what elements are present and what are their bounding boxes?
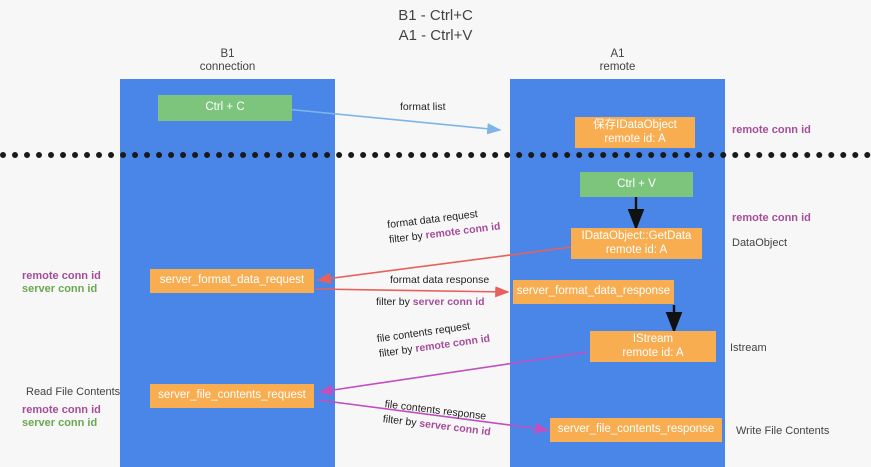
node-ctrl-v-label: Ctrl + V (617, 177, 656, 190)
annotation-right-dataobject: DataObject (732, 237, 788, 249)
lane-header-b1: B1 connection (135, 48, 320, 74)
lane-header-a1-name: A1 (610, 48, 625, 60)
node-ctrl-c-label: Ctrl + C (205, 101, 245, 114)
page-title: B1 - Ctrl+C A1 - Ctrl+V (0, 6, 871, 46)
annotation-left-read-file-contents: Read File Contents (26, 386, 121, 398)
title-line-2: A1 - Ctrl+V (398, 27, 473, 44)
node-idataobject-label: 保存IDataObject (593, 119, 677, 131)
node-server-format-data-response-label: server_format_data_response (516, 285, 671, 298)
edge-label-format-list: format list (400, 101, 446, 114)
edge-label-format-data-response: format data response filter by server co… (376, 274, 489, 309)
annotation-left-server-conn-id: server conn id (22, 283, 98, 295)
annotation-right-istream: Istream (730, 342, 767, 354)
lane-header-b1-role: connection (199, 61, 256, 73)
node-server-file-contents-response-label: server_file_contents_response (557, 423, 715, 436)
node-server-format-data-request[interactable]: server_format_data_request (150, 269, 314, 293)
title-line-1: B1 - Ctrl+C (398, 7, 473, 24)
annotation-left-remote-conn-id-2: remote conn id (22, 404, 101, 416)
node-idataobject-getdata-sub: remote id: A (605, 243, 668, 256)
node-ctrl-c[interactable]: Ctrl + C (158, 95, 292, 121)
node-server-file-contents-request-label: server_file_contents_request (158, 389, 306, 402)
node-istream-label: IStream (632, 333, 674, 345)
node-istream[interactable]: IStream remote id: A (590, 331, 716, 362)
node-idataobject-sub: remote id: A (604, 132, 666, 145)
lane-header-a1: A1 remote (525, 48, 710, 74)
annotation-left-remote-conn-id: remote conn id (22, 270, 101, 282)
annotation-right-remote-conn-id-top: remote conn id (732, 124, 811, 136)
edge-label-format-list-text: format list (400, 101, 446, 113)
annotation-right-write-file-contents: Write File Contents (736, 425, 830, 437)
node-idataobject-getdata-label: IDataObject::GetData (581, 230, 692, 242)
node-server-file-contents-response[interactable]: server_file_contents_response (550, 418, 722, 442)
lane-header-b1-name: B1 (220, 48, 235, 60)
edge-label-fdres-filterby: filter by (376, 296, 413, 308)
edge-label-fdres-server-conn-id: server conn id (412, 296, 485, 308)
node-istream-sub: remote id: A (622, 346, 684, 359)
edge-label-format-data-response-text: format data response (390, 274, 490, 286)
node-ctrl-v[interactable]: Ctrl + V (580, 172, 693, 197)
annotation-left-server-conn-id-2: server conn id (22, 417, 98, 429)
node-server-format-data-response[interactable]: server_format_data_response (513, 280, 674, 304)
node-server-format-data-request-label: server_format_data_request (159, 274, 305, 287)
node-server-file-contents-request[interactable]: server_file_contents_request (150, 384, 314, 408)
phase-separator-line (0, 152, 871, 158)
lane-header-a1-role: remote (599, 61, 636, 73)
node-idataobject-getdata[interactable]: IDataObject::GetData remote id: A (571, 228, 702, 259)
node-idataobject[interactable]: 保存IDataObject remote id: A (575, 117, 695, 148)
annotation-right-remote-conn-id-mid: remote conn id (732, 212, 811, 224)
